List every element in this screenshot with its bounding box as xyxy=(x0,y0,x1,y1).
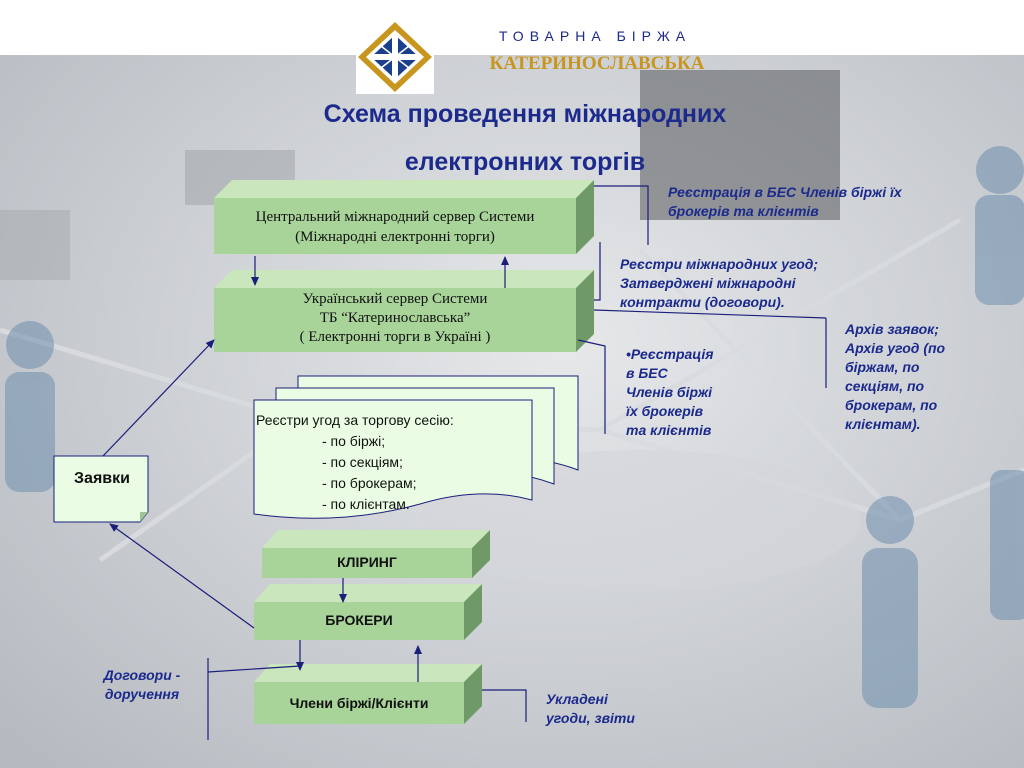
note-registration-top-line-1: Реєстрація в БЕС Членів біржі їх xyxy=(668,184,902,200)
registry-doc-item: - по секціям; xyxy=(322,454,403,470)
note-archive: Архів заявок; Архів угод (по біржам, по … xyxy=(845,320,945,434)
brokers-box xyxy=(254,584,482,640)
callout-archive xyxy=(593,309,827,319)
note-deals: Укладені угоди, звіти xyxy=(546,690,635,728)
callout-registration-top xyxy=(594,185,649,245)
central-server-text: Центральний міжнародний сервер Системи (… xyxy=(214,207,576,247)
diagram-title: Схема проведення міжнародних електронних… xyxy=(230,90,820,186)
note-archive-line-5: брокерам, по xyxy=(845,397,938,413)
callout-deals xyxy=(482,689,527,722)
note-registration-top: Реєстрація в БЕС Членів біржі їх брокері… xyxy=(668,183,902,221)
requests-box xyxy=(53,455,149,523)
note-registration-mid-line-5: та клієнтів xyxy=(626,422,712,438)
note-archive-line-6: клієнтам). xyxy=(845,416,921,432)
diagram-title-line-1: Схема проведення міжнародних xyxy=(323,100,727,128)
clearing-box xyxy=(262,530,490,578)
note-archive-line-4: секціям, по xyxy=(845,378,925,394)
ukrainian-server-line-1: Український сервер Системи xyxy=(302,291,488,307)
connectors xyxy=(102,185,827,740)
ukrainian-server-line-2: ТБ “Катеринославська” xyxy=(319,310,471,326)
registry-doc-text: Реєстри угод за торгову сесію: - по бірж… xyxy=(256,410,536,515)
note-deals-line-2: угоди, звіти xyxy=(546,710,635,726)
note-archive-line-3: біржам, по xyxy=(845,359,920,375)
registry-doc-item: - по клієнтам. xyxy=(322,496,410,512)
brokers-label: БРОКЕРИ xyxy=(325,612,393,628)
ukrainian-server-text: Український сервер Системи ТБ “Катеринос… xyxy=(214,290,576,347)
ukrainian-server-box xyxy=(214,270,594,352)
note-contracts-line-1: Договори - xyxy=(103,667,181,683)
note-deals-line-1: Укладені xyxy=(546,691,608,707)
central-server-box xyxy=(214,180,594,254)
note-registration-mid-line-1: •Реєстрація xyxy=(626,346,714,362)
arrow-requests-to-ukr xyxy=(102,339,215,457)
registry-doc-item: - по біржі; xyxy=(322,433,386,449)
note-archive-line-2: Архів угод (по xyxy=(845,340,946,356)
note-contracts-line-2: доручення xyxy=(104,686,180,702)
note-archive-line-1: Архів заявок; xyxy=(845,321,939,337)
note-registration-mid-line-4: їх брокерів xyxy=(626,403,704,419)
note-registration-mid-line-2: в БЕС xyxy=(626,365,668,381)
central-server-line-2: (Міжнародні електронні торги) xyxy=(295,229,495,245)
clearing-label: КЛІРИНГ xyxy=(337,554,397,570)
note-registers-line-2: Затверджені міжнародні xyxy=(620,275,796,291)
exchange-logo xyxy=(356,20,434,94)
registry-doc-title: Реєстри угод за торгову сесію: xyxy=(256,412,454,428)
registry-doc-item: - по брокерам; xyxy=(322,475,417,491)
note-registration-top-line-2: брокерів та клієнтів xyxy=(668,203,819,219)
note-registers: Реєстри міжнародних угод; Затверджені мі… xyxy=(620,255,818,312)
arrow-brokers-to-requests xyxy=(109,523,255,629)
callout-registers xyxy=(594,242,601,301)
exchange-brand: КАТЕРИНОСЛАВСЬКА xyxy=(489,53,705,74)
callout-registration-mid xyxy=(577,339,606,434)
diagram-title-line-2: електронних торгів xyxy=(404,148,646,176)
central-server-line-1: Центральний міжнародний сервер Системи xyxy=(255,209,535,225)
requests-label: Заявки xyxy=(74,470,130,487)
note-registration-mid-line-3: Членів біржі xyxy=(626,384,713,400)
note-registers-line-1: Реєстри міжнародних угод; xyxy=(620,256,819,272)
note-registers-line-3: контракти (договори). xyxy=(620,294,785,310)
header-bar xyxy=(0,0,1024,55)
note-registration-mid: •Реєстрація в БЕС Членів біржі їх брокер… xyxy=(626,345,713,440)
exchange-name: ТОВАРНА БІРЖА xyxy=(498,28,692,44)
note-contracts: Договори - доручення xyxy=(88,666,196,704)
exchange-logo-icon xyxy=(358,22,432,92)
registry-document-stack xyxy=(253,375,579,519)
members-box xyxy=(254,664,482,724)
members-label: Члени біржі/Клієнти xyxy=(289,695,429,711)
ukrainian-server-line-3: ( Електронні торги в Україні ) xyxy=(299,329,491,345)
